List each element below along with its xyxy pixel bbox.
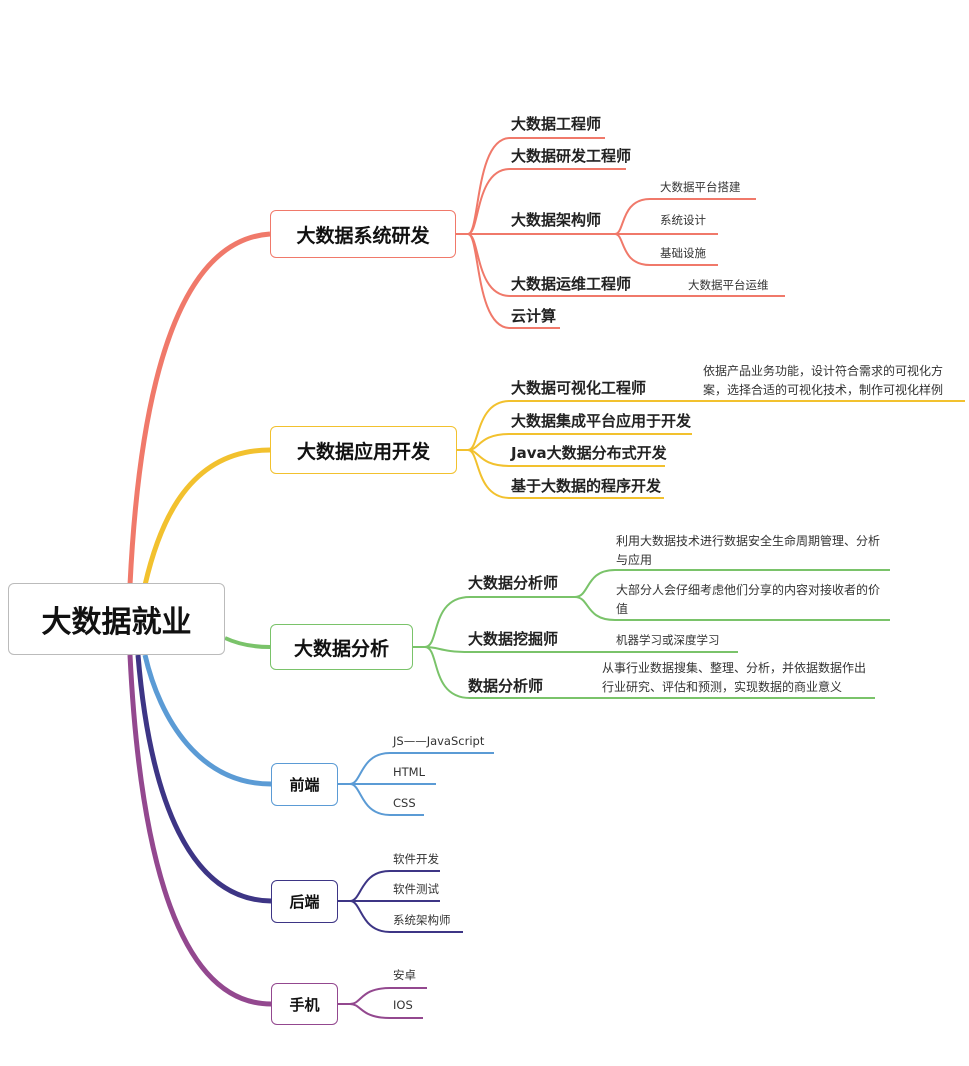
- node-label[interactable]: 基础设施: [660, 246, 706, 260]
- node-label[interactable]: 大数据挖掘师: [468, 630, 559, 648]
- root-node[interactable]: 大数据就业: [8, 583, 225, 655]
- branch-system-dev[interactable]: 大数据系统研发: [270, 210, 456, 258]
- node-label[interactable]: 基于大数据的程序开发: [511, 477, 662, 495]
- node-label[interactable]: 安卓: [393, 968, 416, 982]
- node-label[interactable]: HTML: [393, 765, 426, 779]
- branch-app-dev[interactable]: 大数据应用开发: [270, 426, 457, 474]
- node-label[interactable]: 云计算: [511, 307, 557, 325]
- node-label[interactable]: 大数据可视化工程师: [511, 379, 647, 397]
- node-label[interactable]: 大数据分析师: [468, 574, 559, 592]
- node-note[interactable]: 依据产品业务功能，设计符合需求的可视化方案，选择合适的可视化技术，制作可视化样例: [703, 364, 944, 397]
- node-label[interactable]: 大数据架构师: [511, 211, 602, 229]
- node-label[interactable]: 大数据集成平台应用于开发: [511, 412, 692, 430]
- branch-mobile[interactable]: 手机: [271, 983, 338, 1025]
- node-label[interactable]: 系统架构师: [393, 913, 451, 927]
- node-note[interactable]: 大部分人会仔细考虑他们分享的内容对接收者的价值: [616, 583, 881, 616]
- node-label[interactable]: 软件开发: [393, 852, 439, 866]
- node-label[interactable]: 大数据研发工程师: [511, 147, 632, 165]
- branch-frontend[interactable]: 前端: [271, 763, 338, 806]
- node-label[interactable]: JS——JavaScript: [393, 734, 485, 748]
- node-label[interactable]: Java大数据分布式开发: [511, 444, 667, 462]
- node-label[interactable]: 大数据运维工程师: [511, 275, 632, 293]
- node-label[interactable]: 大数据平台搭建: [660, 180, 741, 194]
- node-label[interactable]: 数据分析师: [468, 677, 544, 695]
- node-label[interactable]: 大数据平台运维: [688, 278, 769, 292]
- node-note[interactable]: 从事行业数据搜集、整理、分析，并依据数据作出行业研究、评估和预测，实现数据的商业…: [602, 661, 867, 694]
- node-label[interactable]: CSS: [393, 796, 416, 810]
- branch-analysis[interactable]: 大数据分析: [270, 624, 413, 670]
- branch-backend[interactable]: 后端: [271, 880, 338, 923]
- node-note[interactable]: 利用大数据技术进行数据安全生命周期管理、分析 与应用: [616, 534, 881, 567]
- node-label[interactable]: 大数据工程师: [511, 115, 602, 133]
- node-label[interactable]: 软件测试: [393, 882, 439, 896]
- node-label[interactable]: 系统设计: [660, 213, 706, 227]
- node-label[interactable]: IOS: [393, 998, 413, 1012]
- node-note[interactable]: 机器学习或深度学习: [616, 633, 720, 647]
